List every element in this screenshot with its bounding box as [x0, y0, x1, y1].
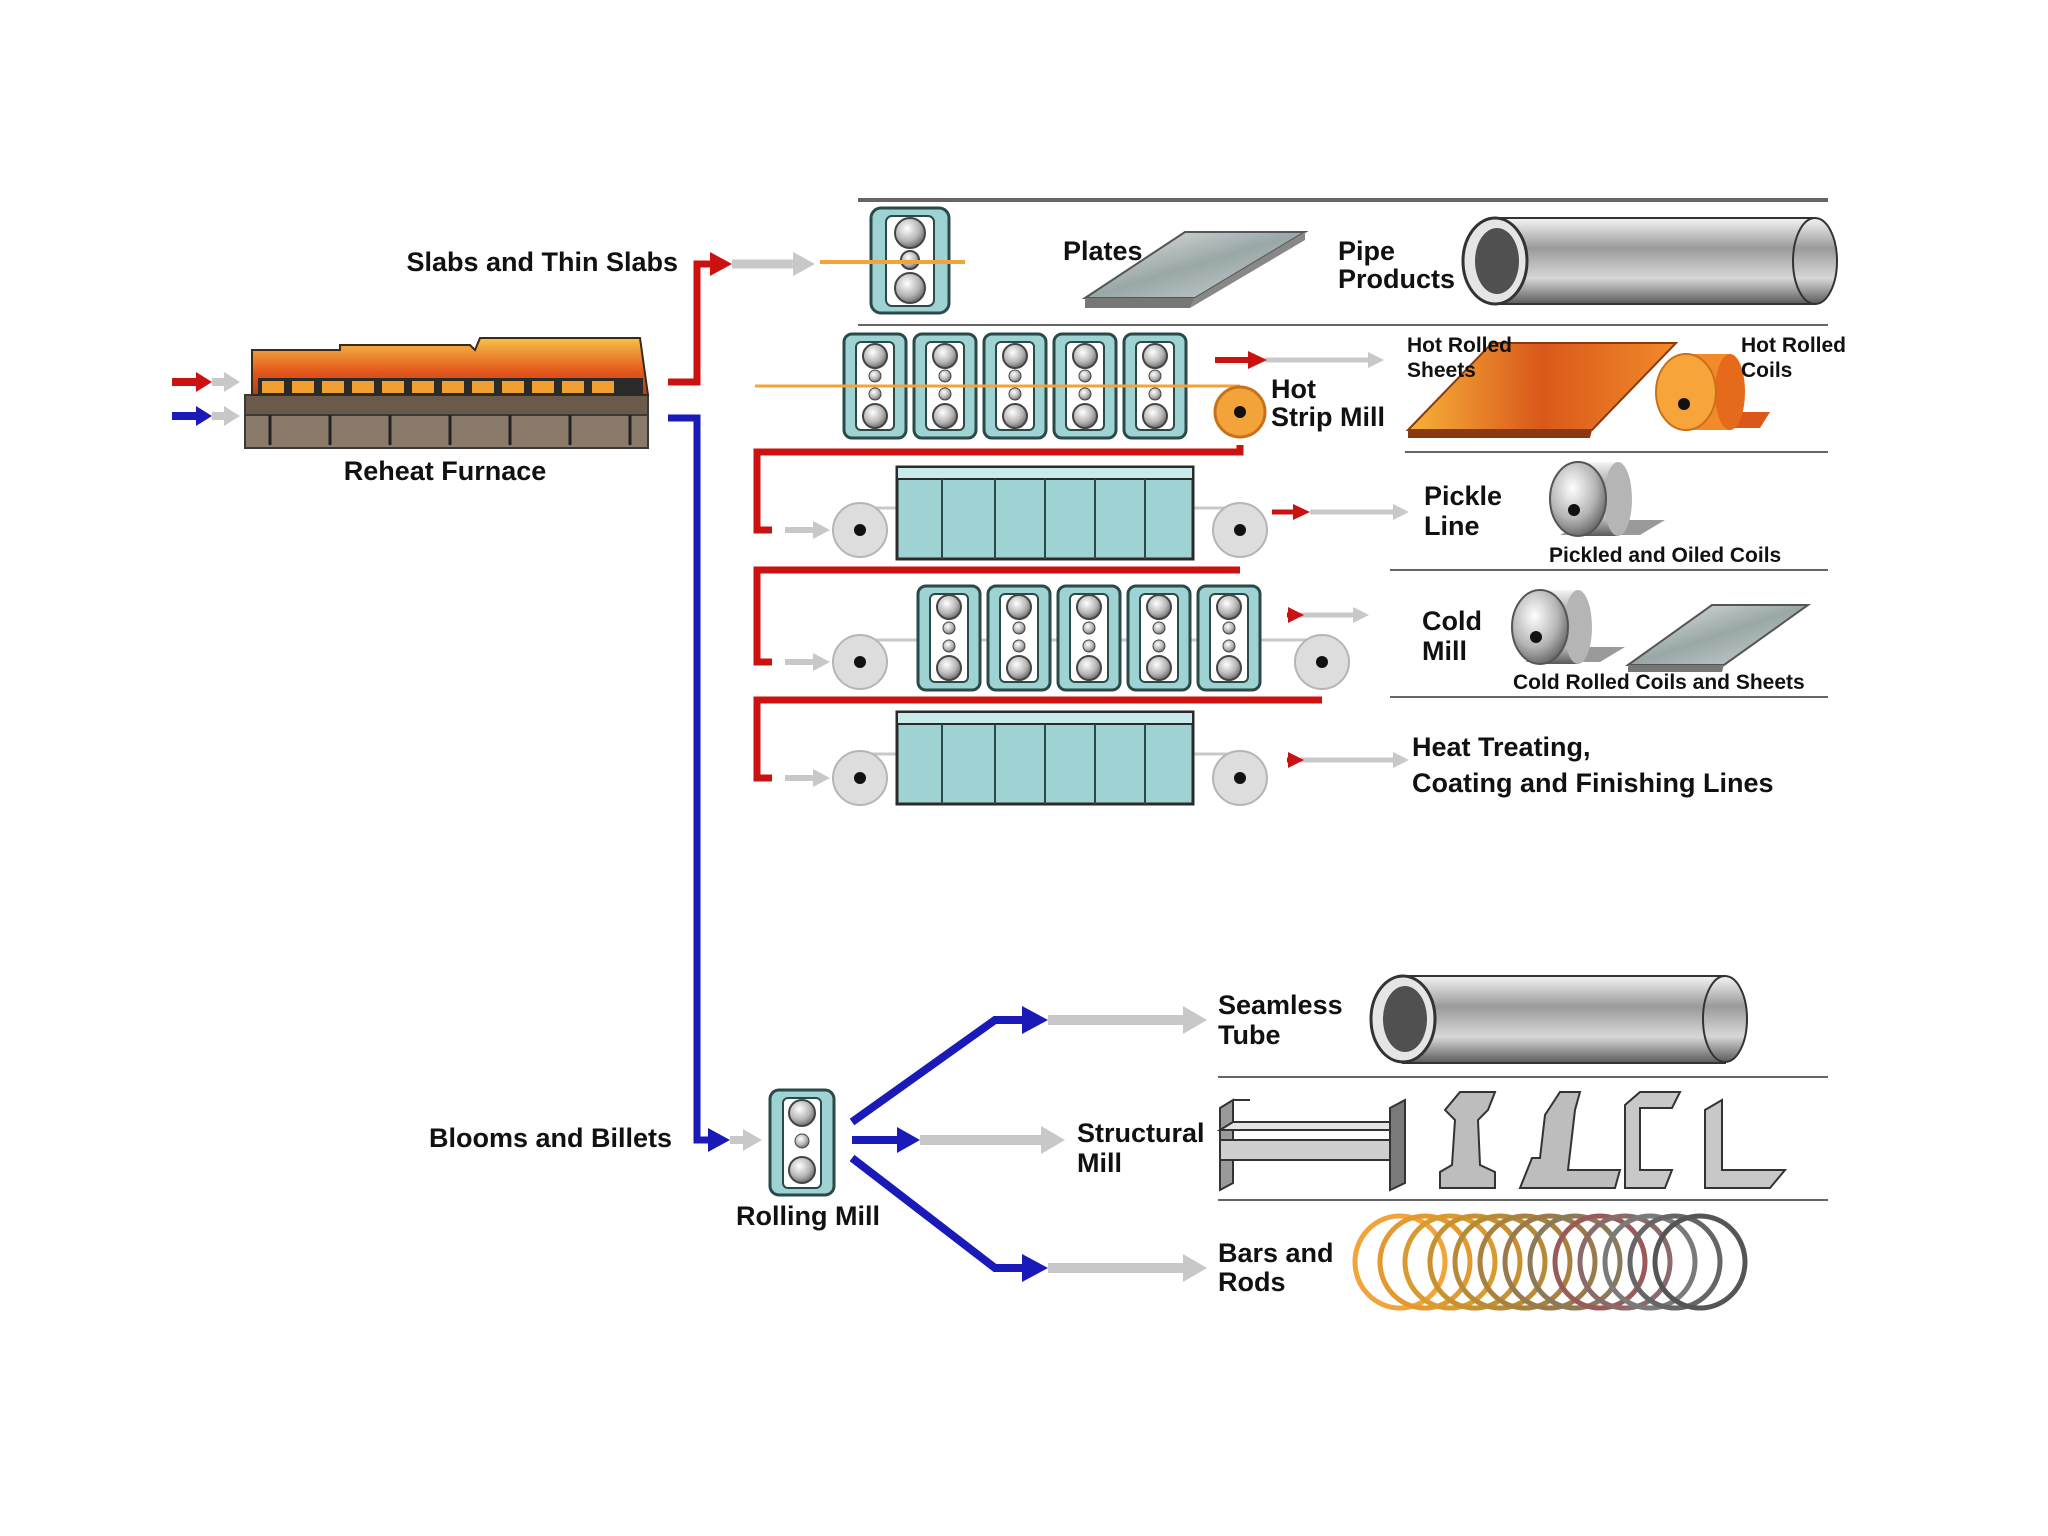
pickled-coil-icon [1549, 461, 1665, 537]
rail-icon [1439, 1091, 1497, 1189]
coil-roll-icon [1213, 385, 1267, 439]
pipe-icon [1461, 216, 1838, 306]
bars-rods-label-2: Rods [1218, 1267, 1286, 1297]
hot-strip-mill-label-1: Hot [1271, 374, 1316, 404]
channel-icon [1518, 1091, 1682, 1189]
hot-strip-mill-label-2: Strip Mill [1271, 402, 1385, 432]
heat-treating-label-1: Heat Treating, [1412, 732, 1591, 762]
output-arrows [1215, 351, 1310, 768]
pipe-label-1: Pipe [1338, 236, 1395, 266]
cold-mill-label-2: Mill [1422, 636, 1467, 666]
pipe-icon [1369, 974, 1748, 1064]
cold-mill-label-1: Cold [1422, 606, 1482, 636]
hot-rolled-coils-label-1: Hot Rolled [1741, 334, 1846, 357]
seamless-tube-label-2: Tube [1218, 1020, 1281, 1050]
slab-flow-path [668, 260, 1322, 782]
hot-rolled-sheets-label-1: Hot Rolled [1407, 334, 1512, 357]
seamless-tube-label-1: Seamless [1218, 990, 1343, 1020]
coil-roll-icon [832, 502, 1268, 558]
blooms-label: Blooms and Billets [429, 1123, 672, 1153]
hot-rolled-coils-label-2: Coils [1741, 359, 1792, 382]
cold-rolled-label: Cold Rolled Coils and Sheets [1513, 671, 1805, 694]
hot-rolled-sheet-icon [1405, 342, 1679, 438]
bloom-flow-path [668, 414, 712, 1144]
rolling-stand-icon [768, 1088, 836, 1197]
heat-treating-label-2: Coating and Finishing Lines [1412, 768, 1774, 798]
reheat-furnace-label: Reheat Furnace [344, 456, 547, 486]
cold-rolled-coil-icon [1511, 589, 1625, 665]
pickle-line-tank [860, 465, 1240, 561]
coil-roll-icon [832, 634, 1350, 690]
wire-rod-coils-icon [1352, 1213, 1748, 1311]
cold-mill-stands [916, 584, 1262, 692]
slabs-label: Slabs and Thin Slabs [406, 247, 678, 277]
rolling-mill-branch-arrowheads [897, 1006, 1048, 1282]
rolling-mill-label: Rolling Mill [736, 1201, 880, 1231]
slab-arrowhead [710, 252, 732, 276]
hot-rolled-coil-icon [1655, 353, 1770, 431]
structural-mill-label-2: Mill [1077, 1148, 1122, 1178]
structural-mill-label-1: Structural [1077, 1118, 1205, 1148]
hot-rolled-sheets-label-2: Sheets [1407, 359, 1476, 382]
angle-icon [1704, 1098, 1788, 1189]
transfer-arrows [730, 252, 1409, 1151]
coil-roll-icon [832, 750, 1268, 806]
pickle-line-label-1: Pickle [1424, 481, 1502, 511]
furnace-input-arrows [172, 372, 240, 426]
cold-rolled-sheet-icon [1624, 604, 1812, 672]
heat-treating-tank [860, 710, 1240, 806]
rolling-mill-transfer-arrows [920, 1006, 1207, 1282]
rolling-mill-branches [849, 1016, 1025, 1272]
steel-plate-icon [1081, 231, 1309, 308]
rolling-stand-icon [869, 206, 951, 315]
bloom-arrowhead [708, 1128, 730, 1152]
section-rules [858, 198, 1828, 1201]
pickle-line-label-2: Line [1424, 511, 1480, 541]
bars-rods-label-1: Bars and [1218, 1238, 1334, 1268]
reheat-furnace-icon [244, 337, 650, 449]
pipe-label-2: Products [1338, 264, 1455, 294]
i-beam-icon [1216, 1098, 1406, 1192]
plates-label: Plates [1063, 236, 1143, 266]
pickled-coils-label: Pickled and Oiled Coils [1549, 544, 1781, 567]
